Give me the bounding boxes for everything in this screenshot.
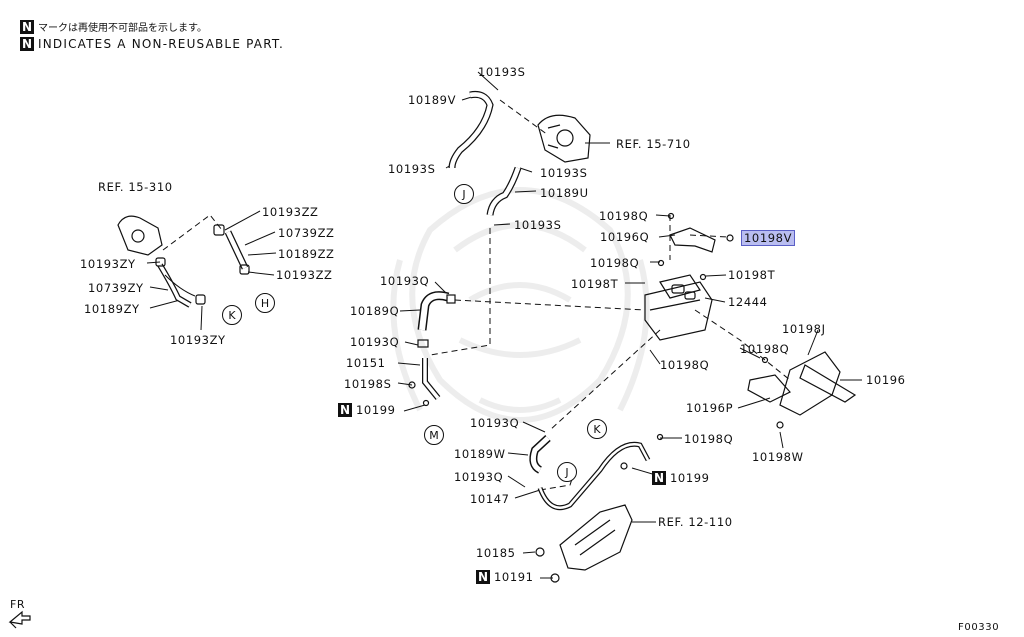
part-number: 10199 — [356, 403, 396, 417]
part-label: 10198Q — [599, 209, 649, 223]
highlighted-part-label[interactable]: 10198V — [740, 230, 796, 246]
legend-jp: N マークは再使用不可部品を示します。 — [20, 19, 207, 34]
non-reusable-symbol: N — [20, 37, 34, 51]
part-label: 10198T — [571, 277, 619, 291]
part-label: 10198T — [728, 268, 776, 282]
callout-h: H — [255, 293, 275, 313]
part-label: 10193ZY — [170, 333, 226, 347]
legend-jp-text: マークは再使用不可部品を示します。 — [38, 23, 207, 34]
part-label: 10198S — [344, 377, 392, 391]
part-label: 10198Q — [660, 358, 710, 372]
part-label: 10198J — [782, 322, 826, 336]
part-label: 10185 — [476, 546, 516, 560]
part-label: 10196P — [686, 401, 734, 415]
callout-j: J — [454, 184, 474, 204]
part-label-nonreusable: N 10199 — [338, 403, 396, 417]
direction-label: FR — [10, 598, 26, 611]
figure-code: F00330 — [958, 622, 1000, 633]
part-number: 10199 — [670, 471, 710, 485]
callout-k: K — [222, 305, 242, 325]
part-label: 10193ZY — [80, 257, 136, 271]
part-label: 10189V — [408, 93, 457, 107]
part-label: 10189W — [454, 447, 506, 461]
part-label: 10193ZZ — [262, 205, 319, 219]
part-label: 10739ZY — [88, 281, 144, 295]
part-label: 10193Q — [454, 470, 504, 484]
non-reusable-symbol: N — [338, 403, 352, 417]
part-label: 10198Q — [740, 342, 790, 356]
part-label: 10196 — [866, 373, 906, 387]
part-label: 10151 — [346, 356, 386, 370]
part-label: 10189ZZ — [278, 247, 335, 261]
part-label: 10198W — [752, 450, 804, 464]
part-label: 10198Q — [590, 256, 640, 270]
part-label-nonreusable: N 10199 — [652, 471, 710, 485]
part-label: 10189ZY — [84, 302, 140, 316]
part-label: 10193S — [540, 166, 588, 180]
non-reusable-symbol: N — [652, 471, 666, 485]
part-label: 10193S — [388, 162, 436, 176]
legend-en-text: INDICATES A NON-REUSABLE PART. — [38, 37, 284, 51]
ref-label: REF. 12-110 — [658, 515, 733, 529]
callout-m: M — [424, 425, 444, 445]
part-label: 12444 — [728, 295, 768, 309]
part-label: 10193ZZ — [276, 268, 333, 282]
part-label: 10147 — [470, 492, 510, 506]
part-label-nonreusable: N 10191 — [476, 570, 534, 584]
part-label: 10193S — [478, 65, 526, 79]
part-number: 10191 — [494, 570, 534, 584]
non-reusable-symbol: N — [20, 19, 34, 34]
part-label: 10198Q — [684, 432, 734, 446]
part-label: 10193Q — [470, 416, 520, 430]
non-reusable-symbol: N — [476, 570, 490, 584]
part-label: 10196Q — [600, 230, 650, 244]
part-label: 10189U — [540, 186, 589, 200]
part-label: 10193Q — [350, 335, 400, 349]
part-label: 10193Q — [380, 274, 430, 288]
ref-label: REF. 15-710 — [616, 137, 691, 151]
callout-k: K — [587, 419, 607, 439]
ref-label: REF. 15-310 — [98, 180, 173, 194]
part-label: 10739ZZ — [278, 226, 335, 240]
legend-en: N INDICATES A NON-REUSABLE PART. — [20, 37, 284, 51]
callout-j: J — [557, 462, 577, 482]
part-label: 10193S — [514, 218, 562, 232]
part-label: 10189Q — [350, 304, 400, 318]
